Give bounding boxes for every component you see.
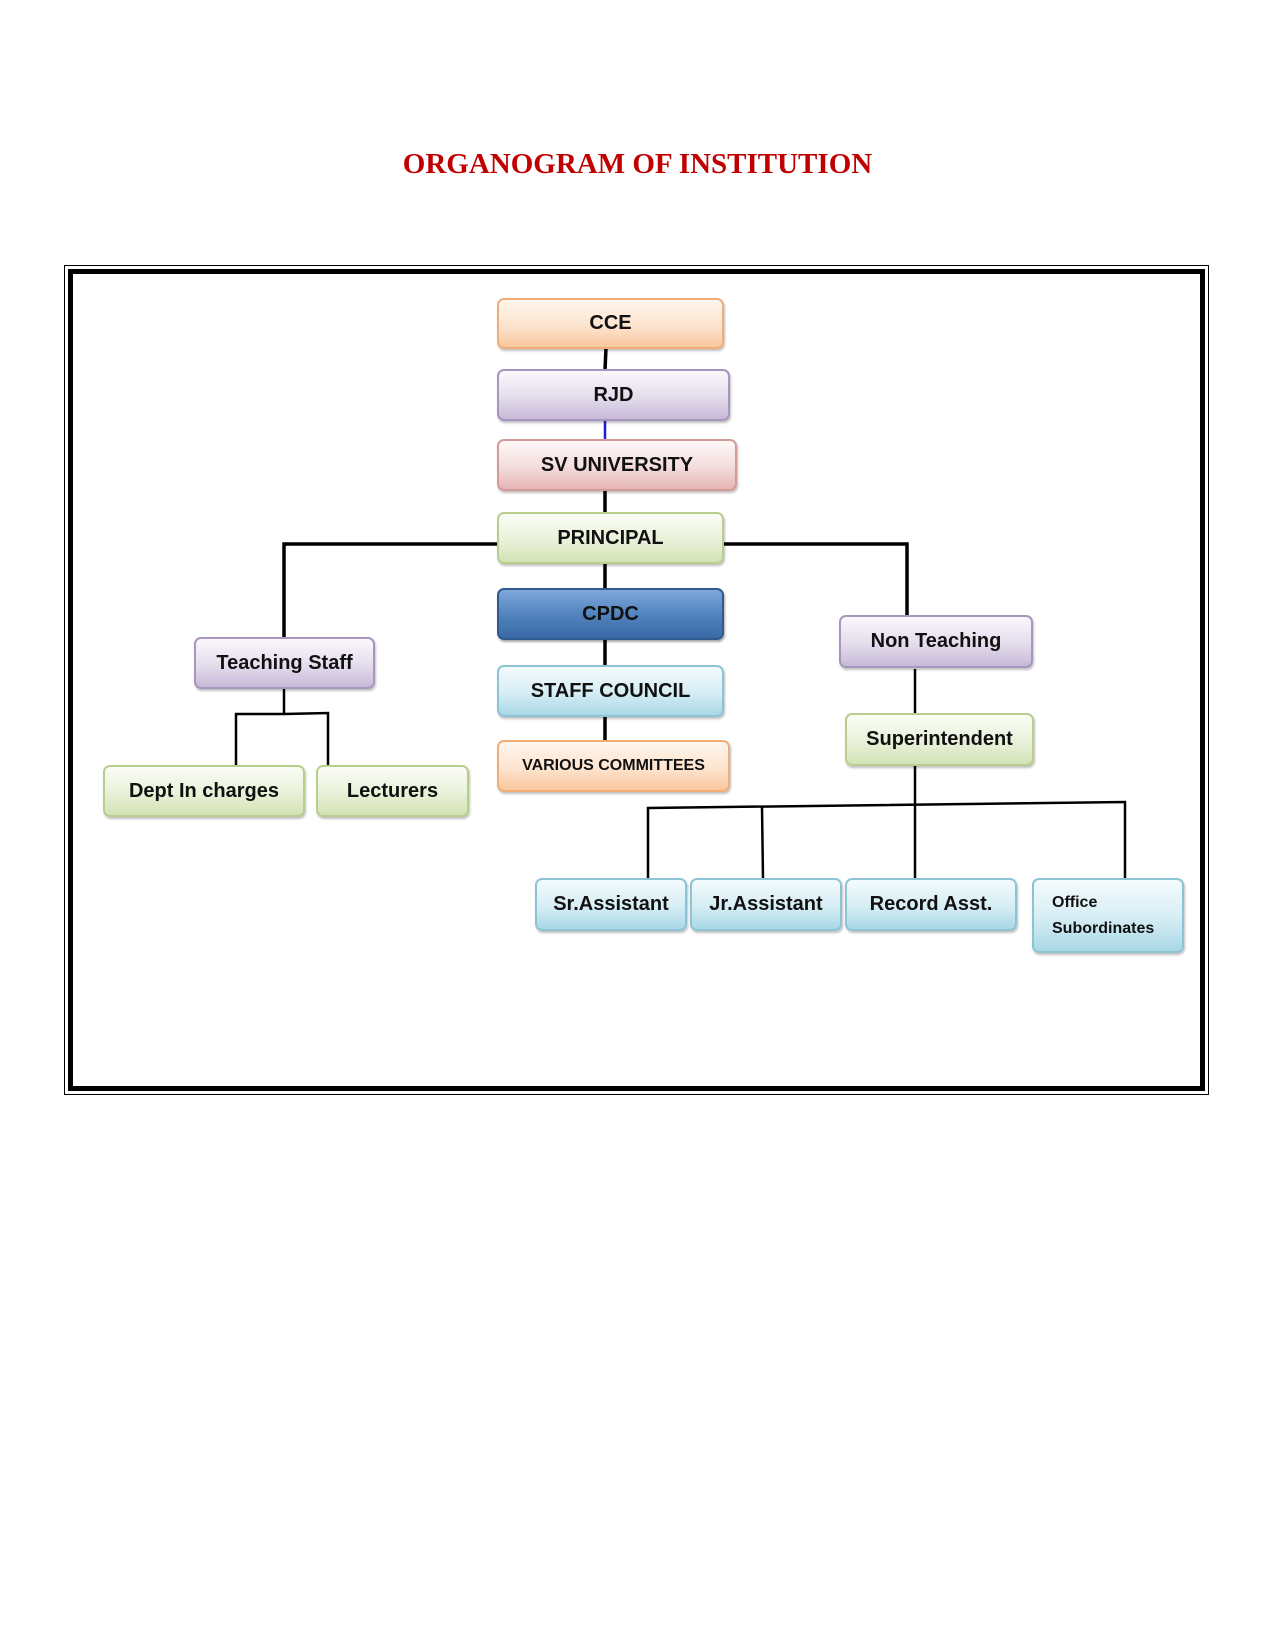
link-principal-nonteaching <box>723 542 909 616</box>
node-sr-assistant: Sr.Assistant <box>535 878 687 931</box>
node-office-subordinates: Office Subordinates <box>1032 878 1184 953</box>
node-teaching-staff: Teaching Staff <box>194 637 375 689</box>
node-label: SV UNIVERSITY <box>540 453 694 476</box>
node-staff-council: STAFF COUNCIL <box>497 665 724 717</box>
node-label: Record Asst. <box>869 893 993 915</box>
node-label: VARIOUS COMMITTEES <box>522 757 705 774</box>
node-various-committees: VARIOUS COMMITTEES <box>497 740 730 792</box>
node-label-line2: Subordinates <box>1052 919 1155 937</box>
node-label: Non Teaching <box>870 630 1002 652</box>
diagram-frame-outer <box>64 265 1209 1095</box>
node-label: Sr.Assistant <box>553 893 669 915</box>
node-label: STAFF COUNCIL <box>530 679 691 702</box>
node-cpdc: CPDC <box>497 588 724 640</box>
node-sv-university: SV UNIVERSITY <box>497 439 737 491</box>
node-label: CCE <box>589 312 632 334</box>
node-label-line1: Office <box>1052 893 1098 911</box>
node-label: CPDC <box>582 602 639 625</box>
node-non-teaching: Non Teaching <box>839 615 1033 668</box>
node-label: Dept In charges <box>128 779 280 802</box>
link-principal-teaching <box>282 542 498 638</box>
page-title: ORGANOGRAM OF INSTITUTION <box>402 148 873 180</box>
node-label: Teaching Staff <box>216 651 353 674</box>
node-record-asst: Record Asst. <box>845 878 1017 931</box>
node-lecturers: Lecturers <box>316 765 469 817</box>
node-label: Lecturers <box>346 779 439 802</box>
link-bus-jrassistant <box>760 806 765 879</box>
node-superintendent: Superintendent <box>845 713 1034 766</box>
node-label: RJD <box>593 383 634 406</box>
node-dept-in-charges: Dept In charges <box>103 765 305 817</box>
node-cce: CCE <box>497 298 724 349</box>
node-rjd: RJD <box>497 369 730 421</box>
node-label: Jr.Assistant <box>709 893 823 915</box>
link-teaching-dept <box>234 712 284 766</box>
link-cce-rjd <box>603 347 608 371</box>
node-jr-assistant: Jr.Assistant <box>690 878 842 931</box>
diagram-frame-inner <box>68 269 1205 1091</box>
link-teaching-lecturers <box>283 711 330 766</box>
link-office-bus <box>646 800 1127 878</box>
node-label: PRINCIPAL <box>557 526 664 549</box>
node-label: Superintendent <box>866 728 1013 750</box>
node-principal: PRINCIPAL <box>497 512 724 564</box>
